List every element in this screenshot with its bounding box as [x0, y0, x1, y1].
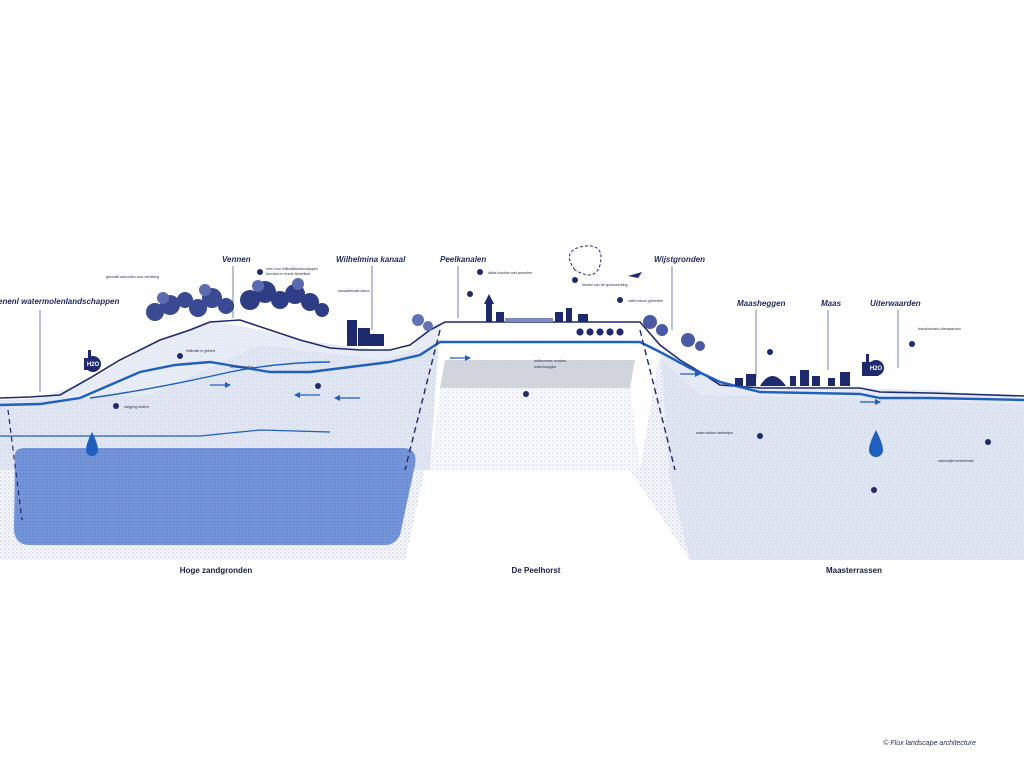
buildings-wilhelmina [347, 320, 384, 346]
svg-text:water sluiten landerijen: water sluiten landerijen [696, 431, 733, 435]
svg-text:inzijging bodem: inzijging bodem [124, 405, 149, 409]
tree-cluster-left [146, 284, 234, 321]
peelhorst-soil [430, 388, 640, 470]
peel-tanks [576, 328, 624, 336]
svg-text:H2O: H2O [870, 366, 883, 372]
fault-line-left [404, 329, 441, 471]
h2o-icon-right: H2O [868, 360, 884, 376]
zone-vennen: Vennen [222, 255, 251, 264]
upper-soil-left [0, 320, 440, 470]
zone-uiterwaarden: Uiterwaarden [870, 299, 921, 308]
annotation-markers [113, 269, 991, 493]
tree-cluster-wijst [643, 315, 705, 351]
fault-line-right [639, 329, 676, 471]
flow-arrows [210, 355, 881, 405]
peel-field-row [505, 318, 553, 322]
tree-cluster-vennen [240, 278, 329, 317]
annotation-texts: geschikt aanvullen voor verdeling mee vo… [106, 267, 974, 463]
zone-maasheggen: Maasheggen [737, 299, 786, 308]
zone-wilhelmina: Wilhelmina kanaal [336, 255, 406, 264]
svg-text:infiltratie in gebied: infiltratie in gebied [186, 349, 215, 353]
zone-watermolen: enenl watermolenlandschappen [0, 297, 119, 306]
svg-text:mee voor infiltratielandschapp: mee voor infiltratielandschappen [266, 267, 318, 271]
buildings-maas [735, 370, 850, 386]
deep-flow-line [0, 429, 331, 437]
svg-text:waterlooppjes: waterlooppjes [534, 365, 556, 369]
zone-maas: Maas [821, 299, 842, 308]
groundwater-line [0, 340, 1024, 407]
tree-cluster-peel [412, 314, 433, 331]
water-drop-left [86, 432, 98, 456]
zone-leader-lines [39, 266, 899, 392]
region-hoge-zandgronden: Hoge zandgronden [180, 566, 253, 575]
zone-wijstgronden: Wijstgronden [654, 255, 705, 264]
peelhorst-gray-layer [440, 360, 635, 388]
svg-text:kanaalinfrastructuur: kanaalinfrastructuur [338, 289, 370, 293]
svg-text:herstel van de sponswerking: herstel van de sponswerking [582, 283, 628, 287]
region-maasterrassen: Maasterrassen [826, 566, 882, 575]
fault-line-far-left [7, 409, 23, 521]
secondary-water-line [89, 361, 331, 399]
credit-text: © Flux landscape architecture [883, 739, 976, 747]
ground-surface-line [0, 319, 1024, 399]
upper-soil-right [660, 350, 1024, 560]
peel-village [484, 294, 588, 322]
svg-text:geschikt aanvullen voor verdel: geschikt aanvullen voor verdeling [106, 275, 159, 279]
svg-text:functies en brede flexibilitei: functies en brede flexibiliteit [266, 272, 310, 276]
svg-text:dikke functies met accenten: dikke functies met accenten [488, 271, 532, 275]
svg-text:schouwwegen: schouwwegen [230, 365, 253, 369]
svg-text:transformatie uiterwaarden: transformatie uiterwaarden [918, 327, 961, 331]
air-loop-dashed [568, 245, 602, 276]
air-plane-icon [628, 272, 642, 278]
zone-peelkanalen: Peelkanalen [440, 255, 486, 264]
region-peelhorst: De Peelhorst [512, 566, 561, 575]
h2o-icon-left: H2O [85, 356, 101, 372]
svg-text:natuurlijke beekherstel: natuurlijke beekherstel [938, 459, 974, 463]
svg-text:natte natuur gebieden: natte natuur gebieden [628, 299, 663, 303]
svg-text:bufferzones rondom: bufferzones rondom [534, 359, 566, 363]
svg-text:H2O: H2O [87, 362, 100, 368]
water-drop-right [869, 430, 883, 457]
aquifer-left [14, 448, 416, 545]
